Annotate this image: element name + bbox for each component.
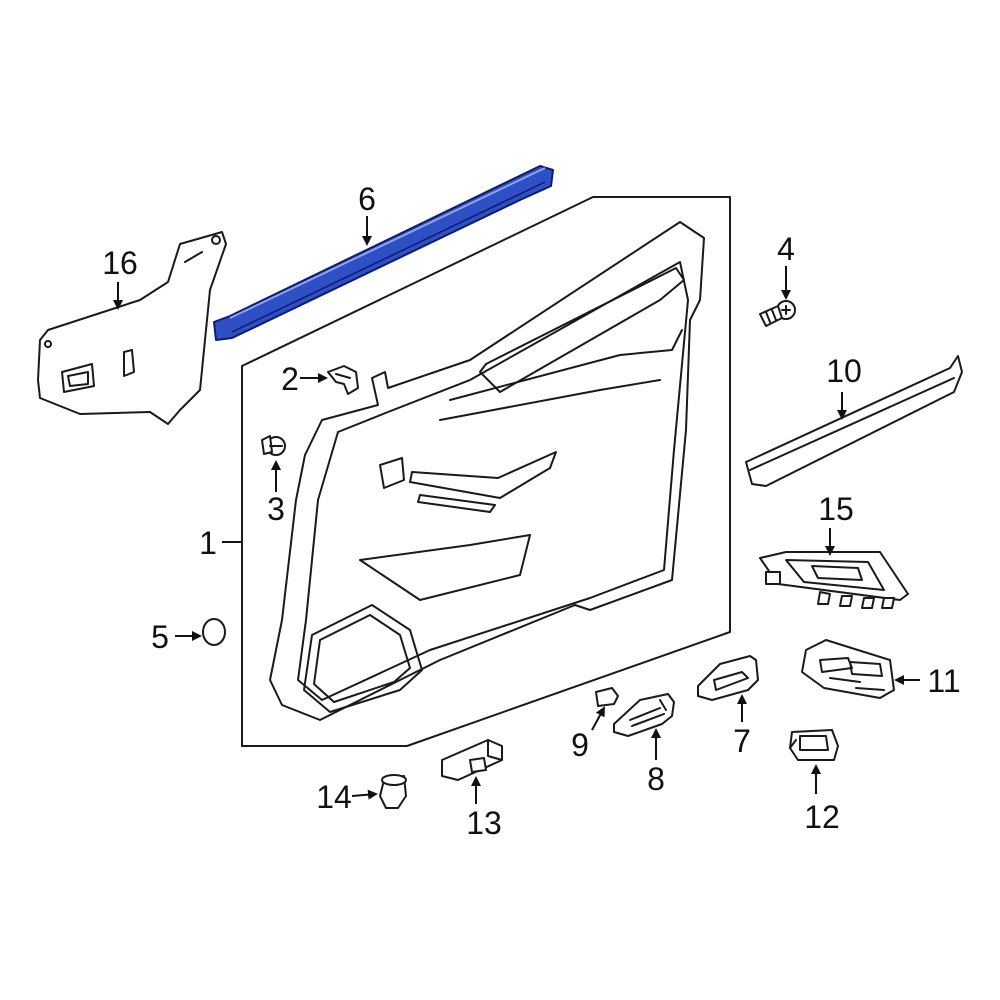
leader-lines: [113, 216, 920, 804]
callout-1: 1: [199, 525, 217, 561]
callout-5: 5: [151, 619, 169, 655]
callout-12: 12: [804, 799, 840, 835]
fastener-clip-part[interactable]: [379, 774, 407, 809]
callout-9: 9: [571, 727, 589, 763]
callout-7: 7: [733, 723, 751, 759]
door-trim-panel[interactable]: [269, 221, 705, 721]
push-clip-part[interactable]: [261, 435, 286, 456]
callout-13: 13: [466, 805, 502, 841]
mirror-switch-part[interactable]: [789, 729, 839, 761]
callout-16: 16: [102, 245, 138, 281]
callout-labels: 1 2 3 4 5 6 7 8 9 10 11 12 13 14 15 16: [102, 181, 960, 841]
screw-part[interactable]: [759, 300, 796, 327]
door-molding-strip-part[interactable]: [745, 355, 963, 487]
callout-4: 4: [777, 231, 795, 267]
connector-part[interactable]: [441, 739, 503, 781]
small-cap-part[interactable]: [595, 687, 619, 707]
callout-14: 14: [316, 779, 352, 815]
belt-weatherstrip-highlighted[interactable]: [213, 165, 554, 341]
callout-11: 11: [927, 663, 960, 699]
handle-bezel-part[interactable]: [697, 655, 759, 701]
door-panel-outline-box: [241, 196, 731, 747]
callout-8: 8: [647, 761, 665, 797]
door-bracket-part[interactable]: [37, 231, 227, 425]
callout-3: 3: [267, 491, 285, 527]
window-switch-part[interactable]: [801, 639, 895, 699]
callout-15: 15: [818, 491, 854, 527]
retainer-clip-part[interactable]: [327, 365, 359, 395]
callout-2: 2: [281, 361, 299, 397]
callout-10: 10: [826, 353, 862, 389]
callout-6: 6: [358, 181, 376, 217]
pull-handle-cover-part[interactable]: [613, 693, 675, 737]
washer-part[interactable]: [202, 618, 226, 646]
switch-bezel-part[interactable]: [759, 551, 909, 609]
